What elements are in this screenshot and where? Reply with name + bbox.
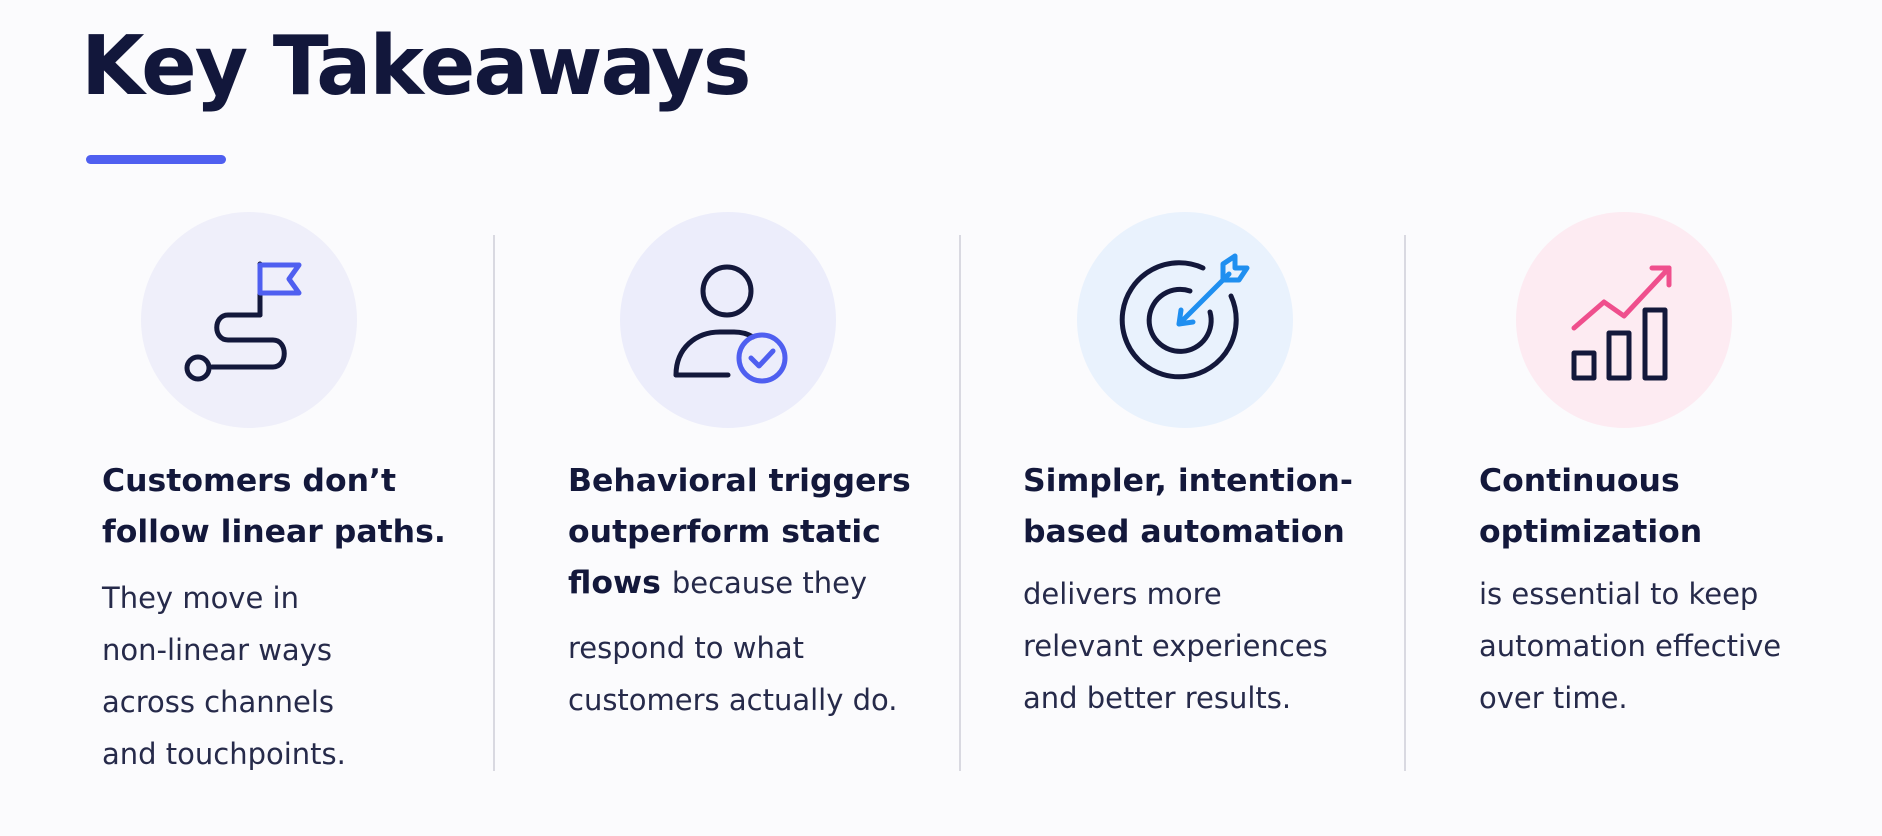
- takeaway-3-heading: Simpler, intention- based automation: [1023, 456, 1353, 558]
- user-check-icon: [673, 264, 788, 384]
- heading-line: Customers don’t: [102, 463, 397, 499]
- heading-line-end: flows: [568, 565, 661, 601]
- takeaway-2-heading: Behavioral triggers outperform static fl…: [568, 456, 911, 609]
- icon-circle-3: [1077, 212, 1293, 428]
- body-inline-start: because they: [671, 566, 868, 600]
- heading-line: outperform static: [568, 514, 881, 550]
- heading-line: follow linear paths.: [102, 514, 446, 550]
- heading-line: flows because they: [568, 558, 911, 609]
- body-line: over time.: [1479, 681, 1628, 715]
- icon-circle-2: [620, 212, 836, 428]
- body-line: delivers more: [1023, 577, 1222, 611]
- heading-line: Continuous: [1479, 463, 1680, 499]
- heading-line: based automation: [1023, 514, 1345, 550]
- heading-line: Simpler, intention-: [1023, 463, 1353, 499]
- takeaway-4-heading: Continuous optimization: [1479, 456, 1702, 558]
- winding-path-flag-icon: [184, 261, 302, 382]
- takeaway-2-body: respond to what customers actually do.: [568, 622, 897, 726]
- body-line: respond to what: [568, 631, 804, 665]
- body-line: and touchpoints.: [102, 737, 346, 771]
- body-line: automation effective: [1479, 629, 1782, 663]
- takeaway-1-heading: Customers don’t follow linear paths.: [102, 456, 446, 558]
- body-line: customers actually do.: [568, 683, 898, 717]
- body-line: and better results.: [1023, 681, 1292, 715]
- body-line: They move in: [102, 581, 299, 615]
- heading-line: optimization: [1479, 514, 1703, 550]
- body-line: relevant experiences: [1023, 629, 1328, 663]
- body-line: is essential to keep: [1479, 577, 1759, 611]
- body-line: non-linear ways: [102, 633, 332, 667]
- takeaway-3-body: delivers more relevant experiences and b…: [1023, 568, 1328, 724]
- column-divider: [959, 235, 961, 771]
- column-divider: [1404, 235, 1406, 771]
- body-line: across channels: [102, 685, 335, 719]
- takeaway-4-body: is essential to keep automation effectiv…: [1479, 568, 1781, 724]
- growth-chart-icon: [1571, 265, 1672, 381]
- target-arrow-icon: [1119, 253, 1250, 380]
- takeaway-1-body: They move in non-linear ways across chan…: [102, 572, 346, 780]
- title-underline-accent: [86, 155, 226, 164]
- page-title: Key Takeaways: [81, 19, 752, 114]
- icon-circle-4: [1516, 212, 1732, 428]
- column-divider: [493, 235, 495, 771]
- icon-circle-1: [141, 212, 357, 428]
- heading-line: Behavioral triggers: [568, 463, 911, 499]
